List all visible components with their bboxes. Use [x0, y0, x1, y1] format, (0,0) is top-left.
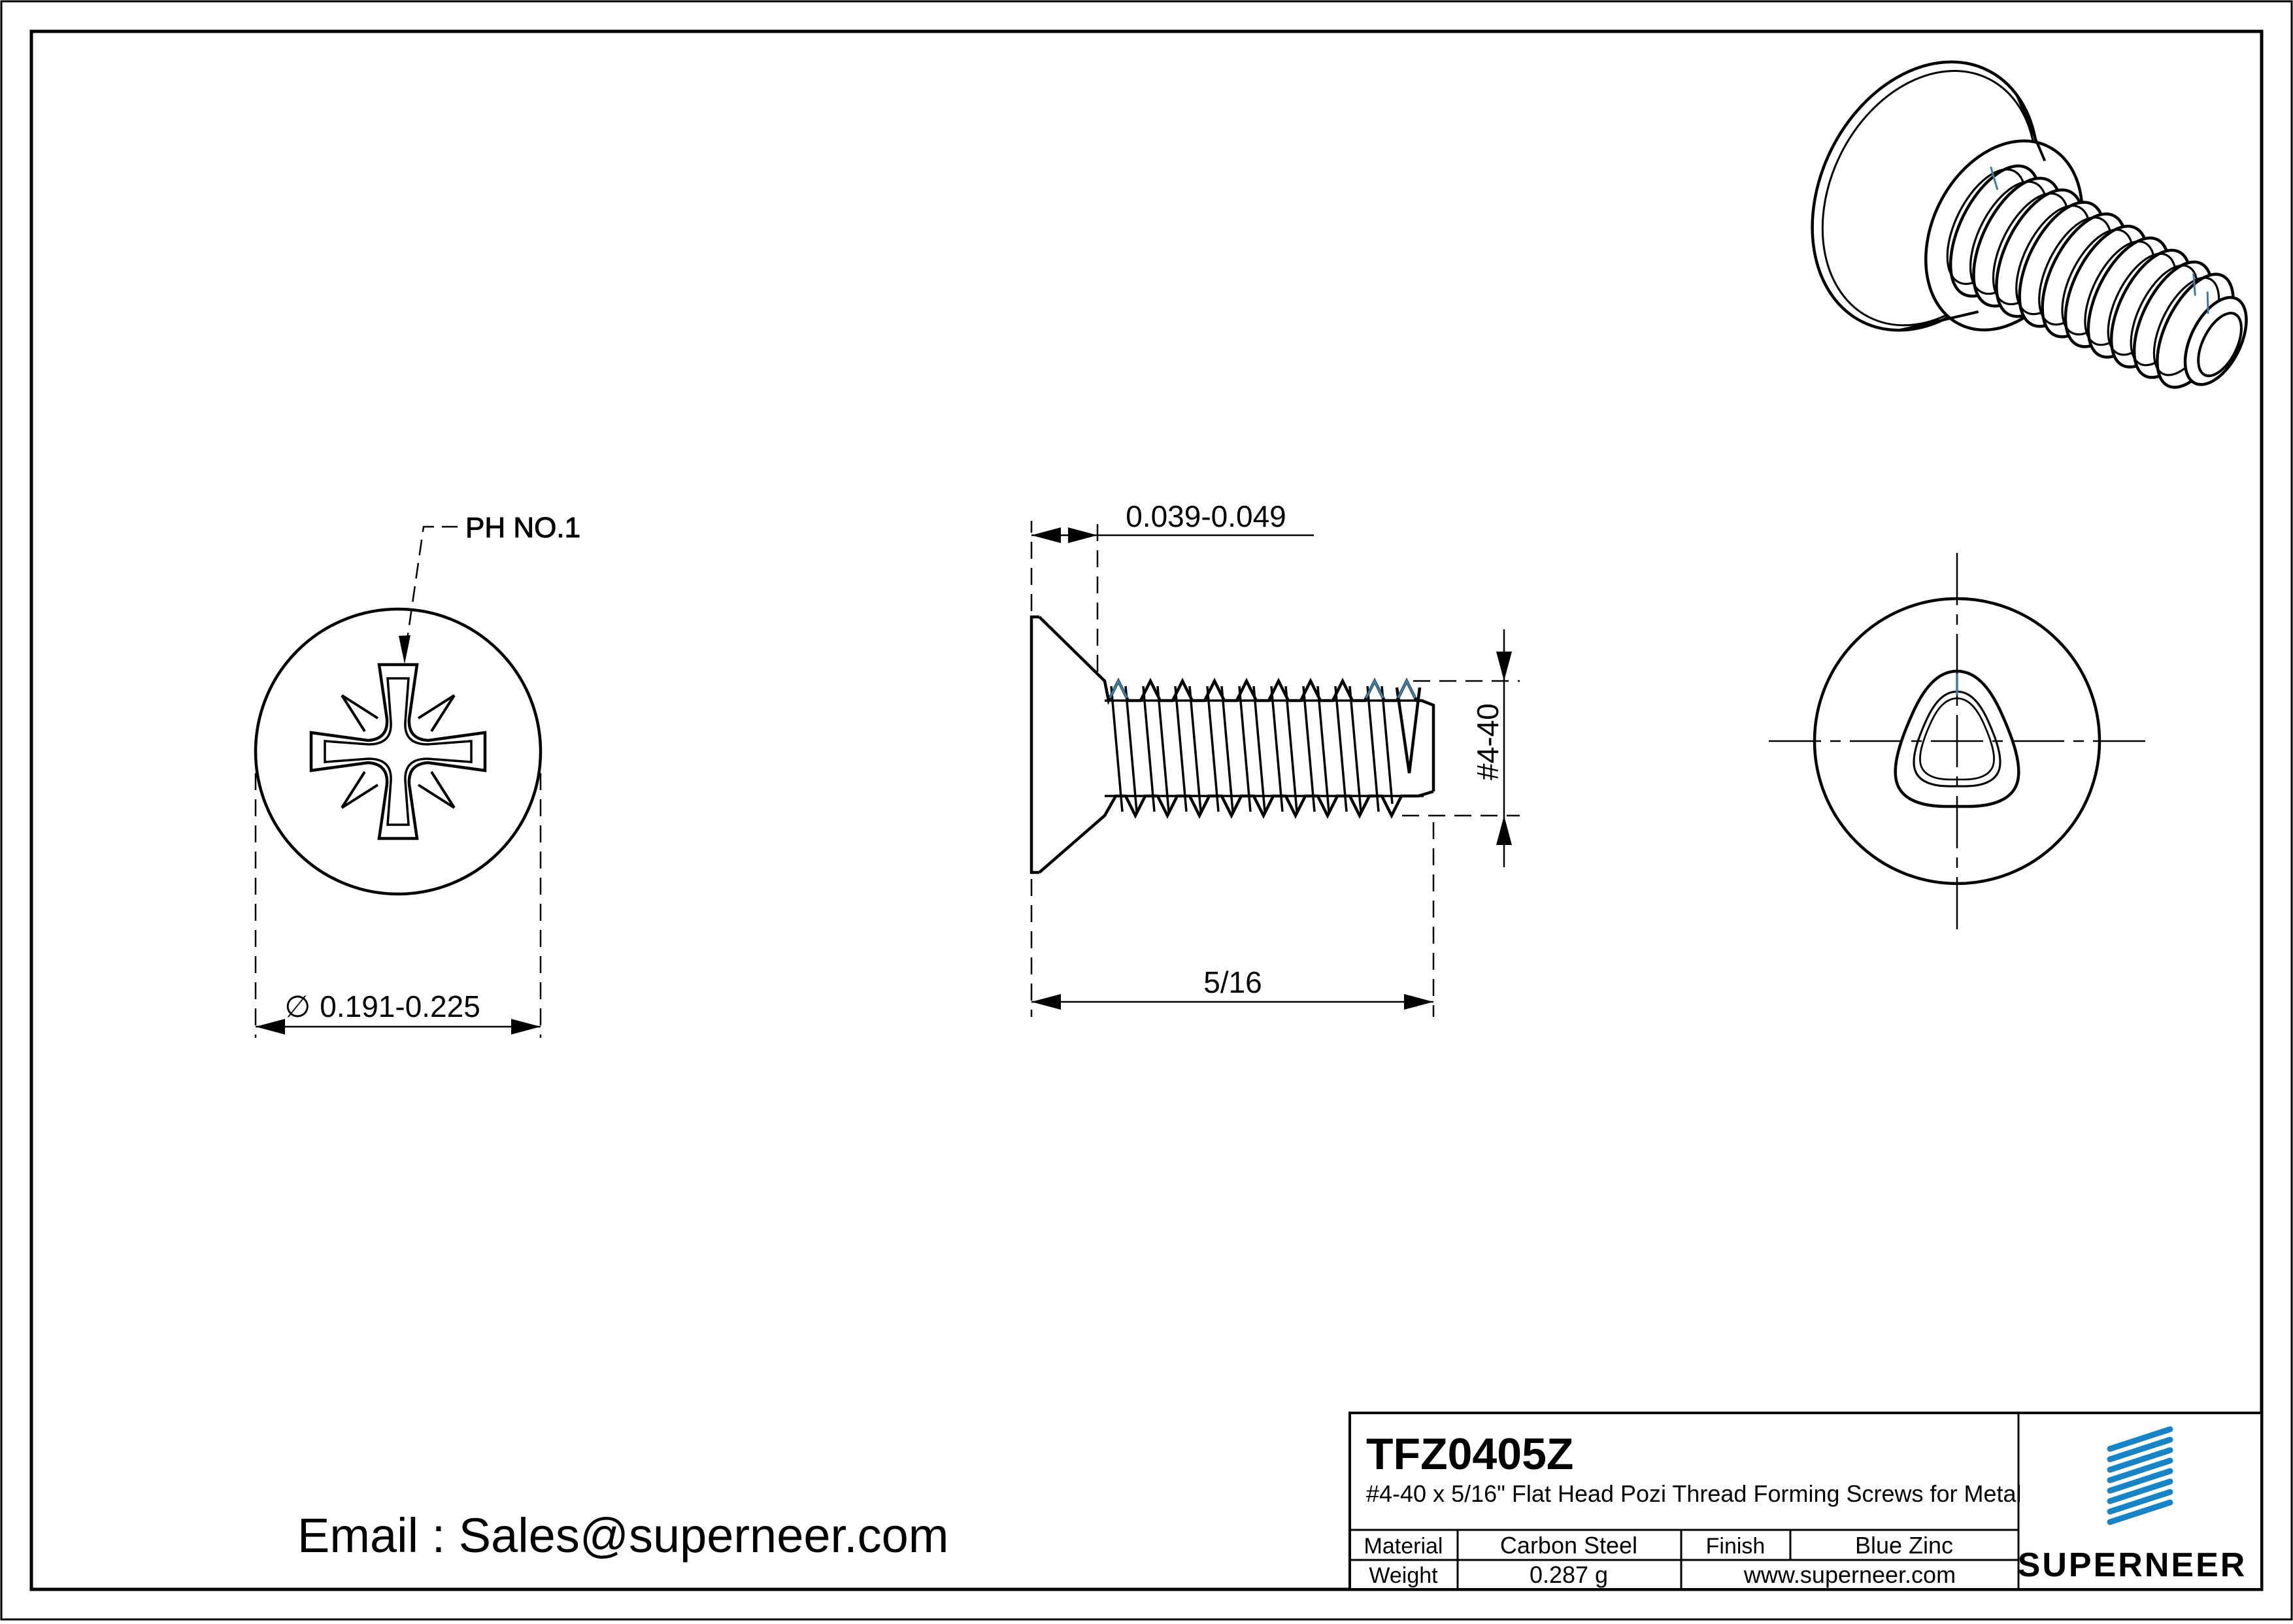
website-link[interactable]: www.superneer.com [1743, 1561, 1956, 1588]
thread-crest-highlights [1109, 678, 1416, 699]
weight-value: 0.287 g [1530, 1561, 1608, 1588]
diameter-arrow-right [511, 1019, 541, 1035]
iso-thread-highlights [1990, 166, 2209, 314]
leader-arrow [399, 635, 410, 664]
length-text: 5/16 [1203, 965, 1262, 999]
iso-cone-edge-upper [2016, 95, 2047, 161]
end-view [1769, 553, 2145, 929]
iso-thread-rings [1946, 164, 2235, 389]
weight-label: Weight [1369, 1563, 1438, 1588]
front-view: PH NO.1 ∅0.191-0.225 [254, 512, 581, 1038]
isometric-view [1811, 60, 2248, 389]
leader-line [405, 525, 458, 644]
length-dimension [1030, 822, 1435, 1017]
inner-border [29, 29, 2264, 1591]
contact-email: Email : Sales@superneer.com [297, 1508, 948, 1563]
pozi-recess-inner-cross [324, 677, 473, 826]
thread-flanks [1110, 686, 1394, 812]
head-left-edge [1029, 615, 1039, 874]
iso-tip-cap [2183, 295, 2248, 386]
part-description: #4-40 x 5/16" Flat Head Pozi Thread Form… [1366, 1480, 2022, 1507]
side-view: 0.039-0.049 #4-40 5/16 [1029, 499, 1520, 1017]
title-block: TFZ0405Z #4-40 x 5/16" Flat Head Pozi Th… [1348, 1412, 2263, 1591]
iso-tip-cap-inner [2197, 312, 2243, 378]
tip-thread-groove [1395, 687, 1422, 774]
trilobe-outer [1894, 669, 2020, 808]
thread-size-dimension [1402, 629, 1520, 867]
brand-name: SUPERNEER [2018, 1546, 2247, 1584]
finish-label: Finish [1706, 1534, 1766, 1559]
head-height-text: 0.039-0.049 [1126, 499, 1286, 533]
thread-size-text: #4-40 [1471, 703, 1505, 780]
superneer-logo-icon [2107, 1426, 2173, 1525]
pozi-recess-outer-cross [309, 663, 487, 840]
diameter-arrow-left [256, 1019, 285, 1035]
drive-type-label: PH NO.1 [465, 512, 580, 544]
iso-cone-edge-lower [1900, 310, 1979, 331]
pozi-wings [341, 694, 456, 809]
head-outline-circle [254, 607, 543, 896]
material-label: Material [1364, 1534, 1443, 1559]
finish-value: Blue Zinc [1855, 1532, 1953, 1559]
material-value: Carbon Steel [1500, 1532, 1637, 1559]
diameter-dimension-text: ∅0.191-0.225 [284, 989, 480, 1023]
head-height-dimension [1030, 521, 1314, 672]
part-number: TFZ0405Z [1366, 1429, 1573, 1479]
